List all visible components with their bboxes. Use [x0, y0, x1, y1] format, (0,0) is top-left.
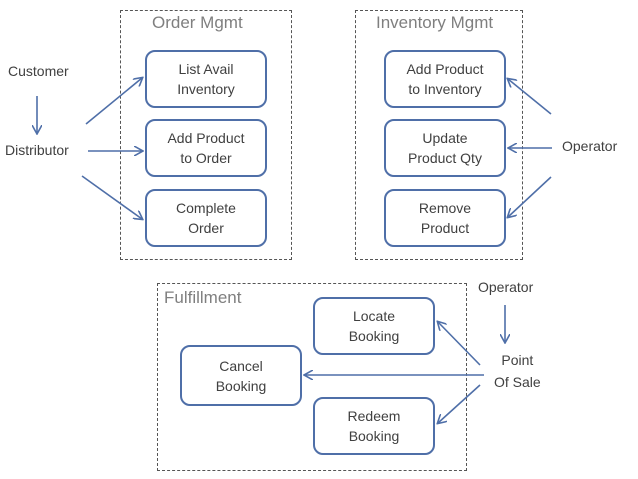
order-mgmt-title: Order Mgmt: [152, 13, 243, 32]
redeem-booking-box[interactable]: Redeem Booking: [313, 397, 435, 455]
point-of-sale-actor: Point Of Sale: [494, 352, 541, 390]
pos-to-redeem-booking-arrow: [438, 384, 481, 423]
cancel-booking-box[interactable]: Cancel Booking: [180, 345, 302, 406]
locate-booking-box[interactable]: Locate Booking: [313, 297, 435, 355]
fulfillment-group: [157, 283, 467, 471]
order-mgmt-group: [120, 10, 292, 260]
fulfillment-title: Fulfillment: [164, 288, 242, 307]
distributor-to-list-avail-arrow: [85, 78, 142, 125]
remove-product-box[interactable]: Remove Product: [384, 189, 506, 247]
operator-to-add-inventory-arrow: [508, 79, 552, 115]
inventory-mgmt-title: Inventory Mgmt: [376, 13, 494, 32]
distributor-actor: Distributor: [5, 142, 69, 158]
operator-to-remove-product-arrow: [508, 176, 552, 217]
operator-inventory-actor: Operator: [562, 138, 618, 154]
operator-pos-actor: Operator: [478, 279, 534, 295]
customer-actor: Customer: [8, 63, 69, 79]
pos-to-locate-booking-arrow: [438, 322, 481, 366]
update-product-qty-box[interactable]: Update Product Qty: [384, 119, 506, 177]
complete-order-box[interactable]: Complete Order: [145, 189, 267, 247]
inventory-mgmt-group: [355, 10, 523, 260]
add-product-to-inventory-box[interactable]: Add Product to Inventory: [384, 50, 506, 108]
distributor-to-complete-order-arrow: [81, 175, 142, 219]
add-product-to-order-box[interactable]: Add Product to Order: [145, 119, 267, 177]
list-avail-inventory-box[interactable]: List Avail Inventory: [145, 50, 267, 108]
